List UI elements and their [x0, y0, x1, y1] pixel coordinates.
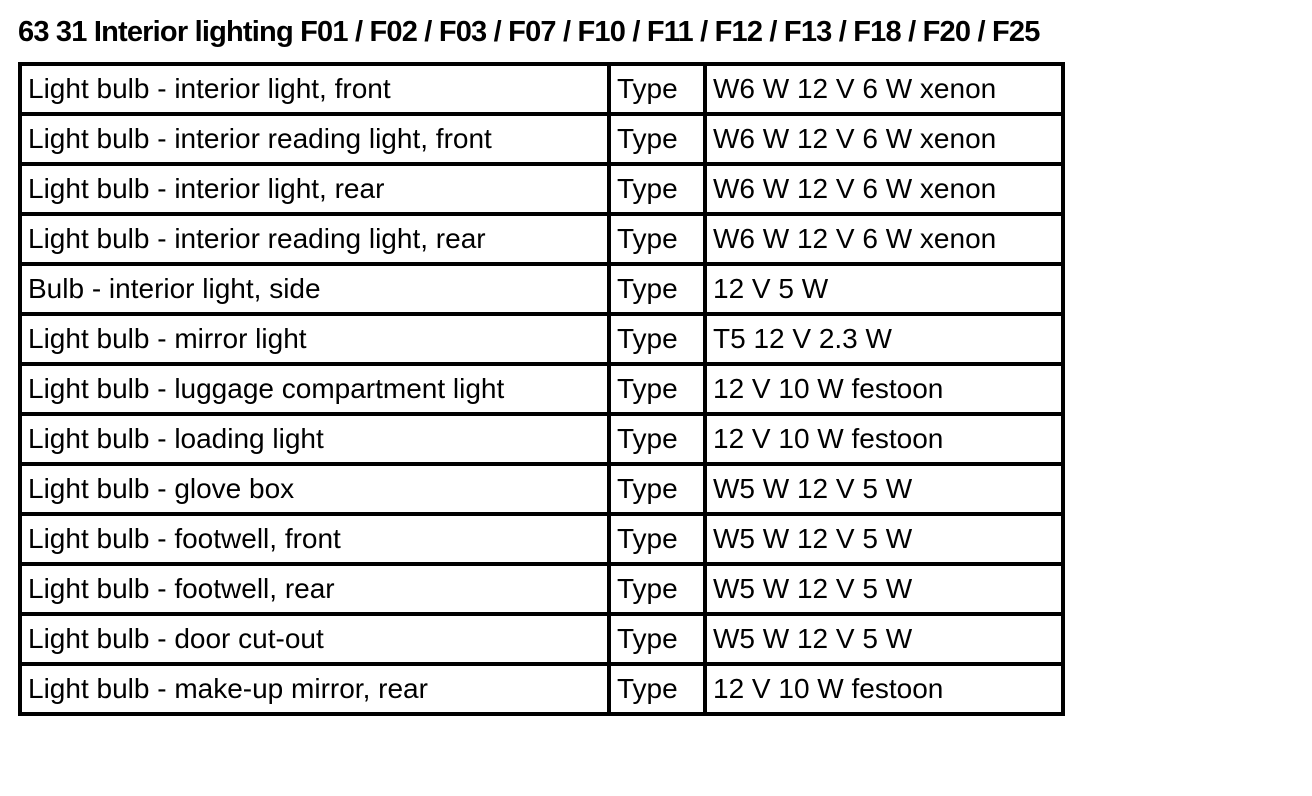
table-row: Light bulb - luggage compartment light T… [18, 362, 1065, 416]
value-cell: W6 W 12 V 6 W xenon [703, 212, 1065, 266]
part-cell: Bulb - interior light, side [18, 262, 611, 316]
table-row: Light bulb - interior light, rear Type W… [18, 162, 1065, 216]
part-cell: Light bulb - interior light, front [18, 62, 611, 116]
type-cell: Type [607, 362, 707, 416]
value-cell: W6 W 12 V 6 W xenon [703, 62, 1065, 116]
part-cell: Light bulb - interior reading light, rea… [18, 212, 611, 266]
part-cell: Light bulb - make-up mirror, rear [18, 662, 611, 716]
part-cell: Light bulb - loading light [18, 412, 611, 466]
type-cell: Type [607, 412, 707, 466]
part-cell: Light bulb - glove box [18, 462, 611, 516]
table-row: Light bulb - footwell, rear Type W5 W 12… [18, 562, 1065, 616]
value-cell: W5 W 12 V 5 W [703, 512, 1065, 566]
bulb-spec-table: Light bulb - interior light, front Type … [18, 62, 1065, 716]
table-row: Light bulb - interior reading light, rea… [18, 212, 1065, 266]
value-cell: T5 12 V 2.3 W [703, 312, 1065, 366]
value-cell: 12 V 10 W festoon [703, 362, 1065, 416]
type-cell: Type [607, 112, 707, 166]
bulb-spec-table-body: Light bulb - interior light, front Type … [18, 62, 1065, 716]
value-cell: W6 W 12 V 6 W xenon [703, 112, 1065, 166]
type-cell: Type [607, 512, 707, 566]
part-cell: Light bulb - door cut-out [18, 612, 611, 666]
value-cell: 12 V 5 W [703, 262, 1065, 316]
table-row: Light bulb - interior reading light, fro… [18, 112, 1065, 166]
type-cell: Type [607, 462, 707, 516]
type-cell: Type [607, 312, 707, 366]
part-cell: Light bulb - footwell, front [18, 512, 611, 566]
table-row: Bulb - interior light, side Type 12 V 5 … [18, 262, 1065, 316]
type-cell: Type [607, 262, 707, 316]
table-row: Light bulb - door cut-out Type W5 W 12 V… [18, 612, 1065, 666]
value-cell: W5 W 12 V 5 W [703, 462, 1065, 516]
value-cell: W6 W 12 V 6 W xenon [703, 162, 1065, 216]
value-cell: 12 V 10 W festoon [703, 412, 1065, 466]
type-cell: Type [607, 662, 707, 716]
value-cell: W5 W 12 V 5 W [703, 562, 1065, 616]
type-cell: Type [607, 62, 707, 116]
table-row: Light bulb - glove box Type W5 W 12 V 5 … [18, 462, 1065, 516]
part-cell: Light bulb - luggage compartment light [18, 362, 611, 416]
table-row: Light bulb - mirror light Type T5 12 V 2… [18, 312, 1065, 366]
table-row: Light bulb - loading light Type 12 V 10 … [18, 412, 1065, 466]
page-title: 63 31 Interior lighting F01 / F02 / F03 … [18, 16, 1040, 48]
part-cell: Light bulb - mirror light [18, 312, 611, 366]
type-cell: Type [607, 562, 707, 616]
part-cell: Light bulb - interior light, rear [18, 162, 611, 216]
type-cell: Type [607, 612, 707, 666]
part-cell: Light bulb - footwell, rear [18, 562, 611, 616]
type-cell: Type [607, 162, 707, 216]
value-cell: W5 W 12 V 5 W [703, 612, 1065, 666]
table-row: Light bulb - make-up mirror, rear Type 1… [18, 662, 1065, 716]
table-row: Light bulb - interior light, front Type … [18, 62, 1065, 116]
value-cell: 12 V 10 W festoon [703, 662, 1065, 716]
type-cell: Type [607, 212, 707, 266]
table-row: Light bulb - footwell, front Type W5 W 1… [18, 512, 1065, 566]
part-cell: Light bulb - interior reading light, fro… [18, 112, 611, 166]
